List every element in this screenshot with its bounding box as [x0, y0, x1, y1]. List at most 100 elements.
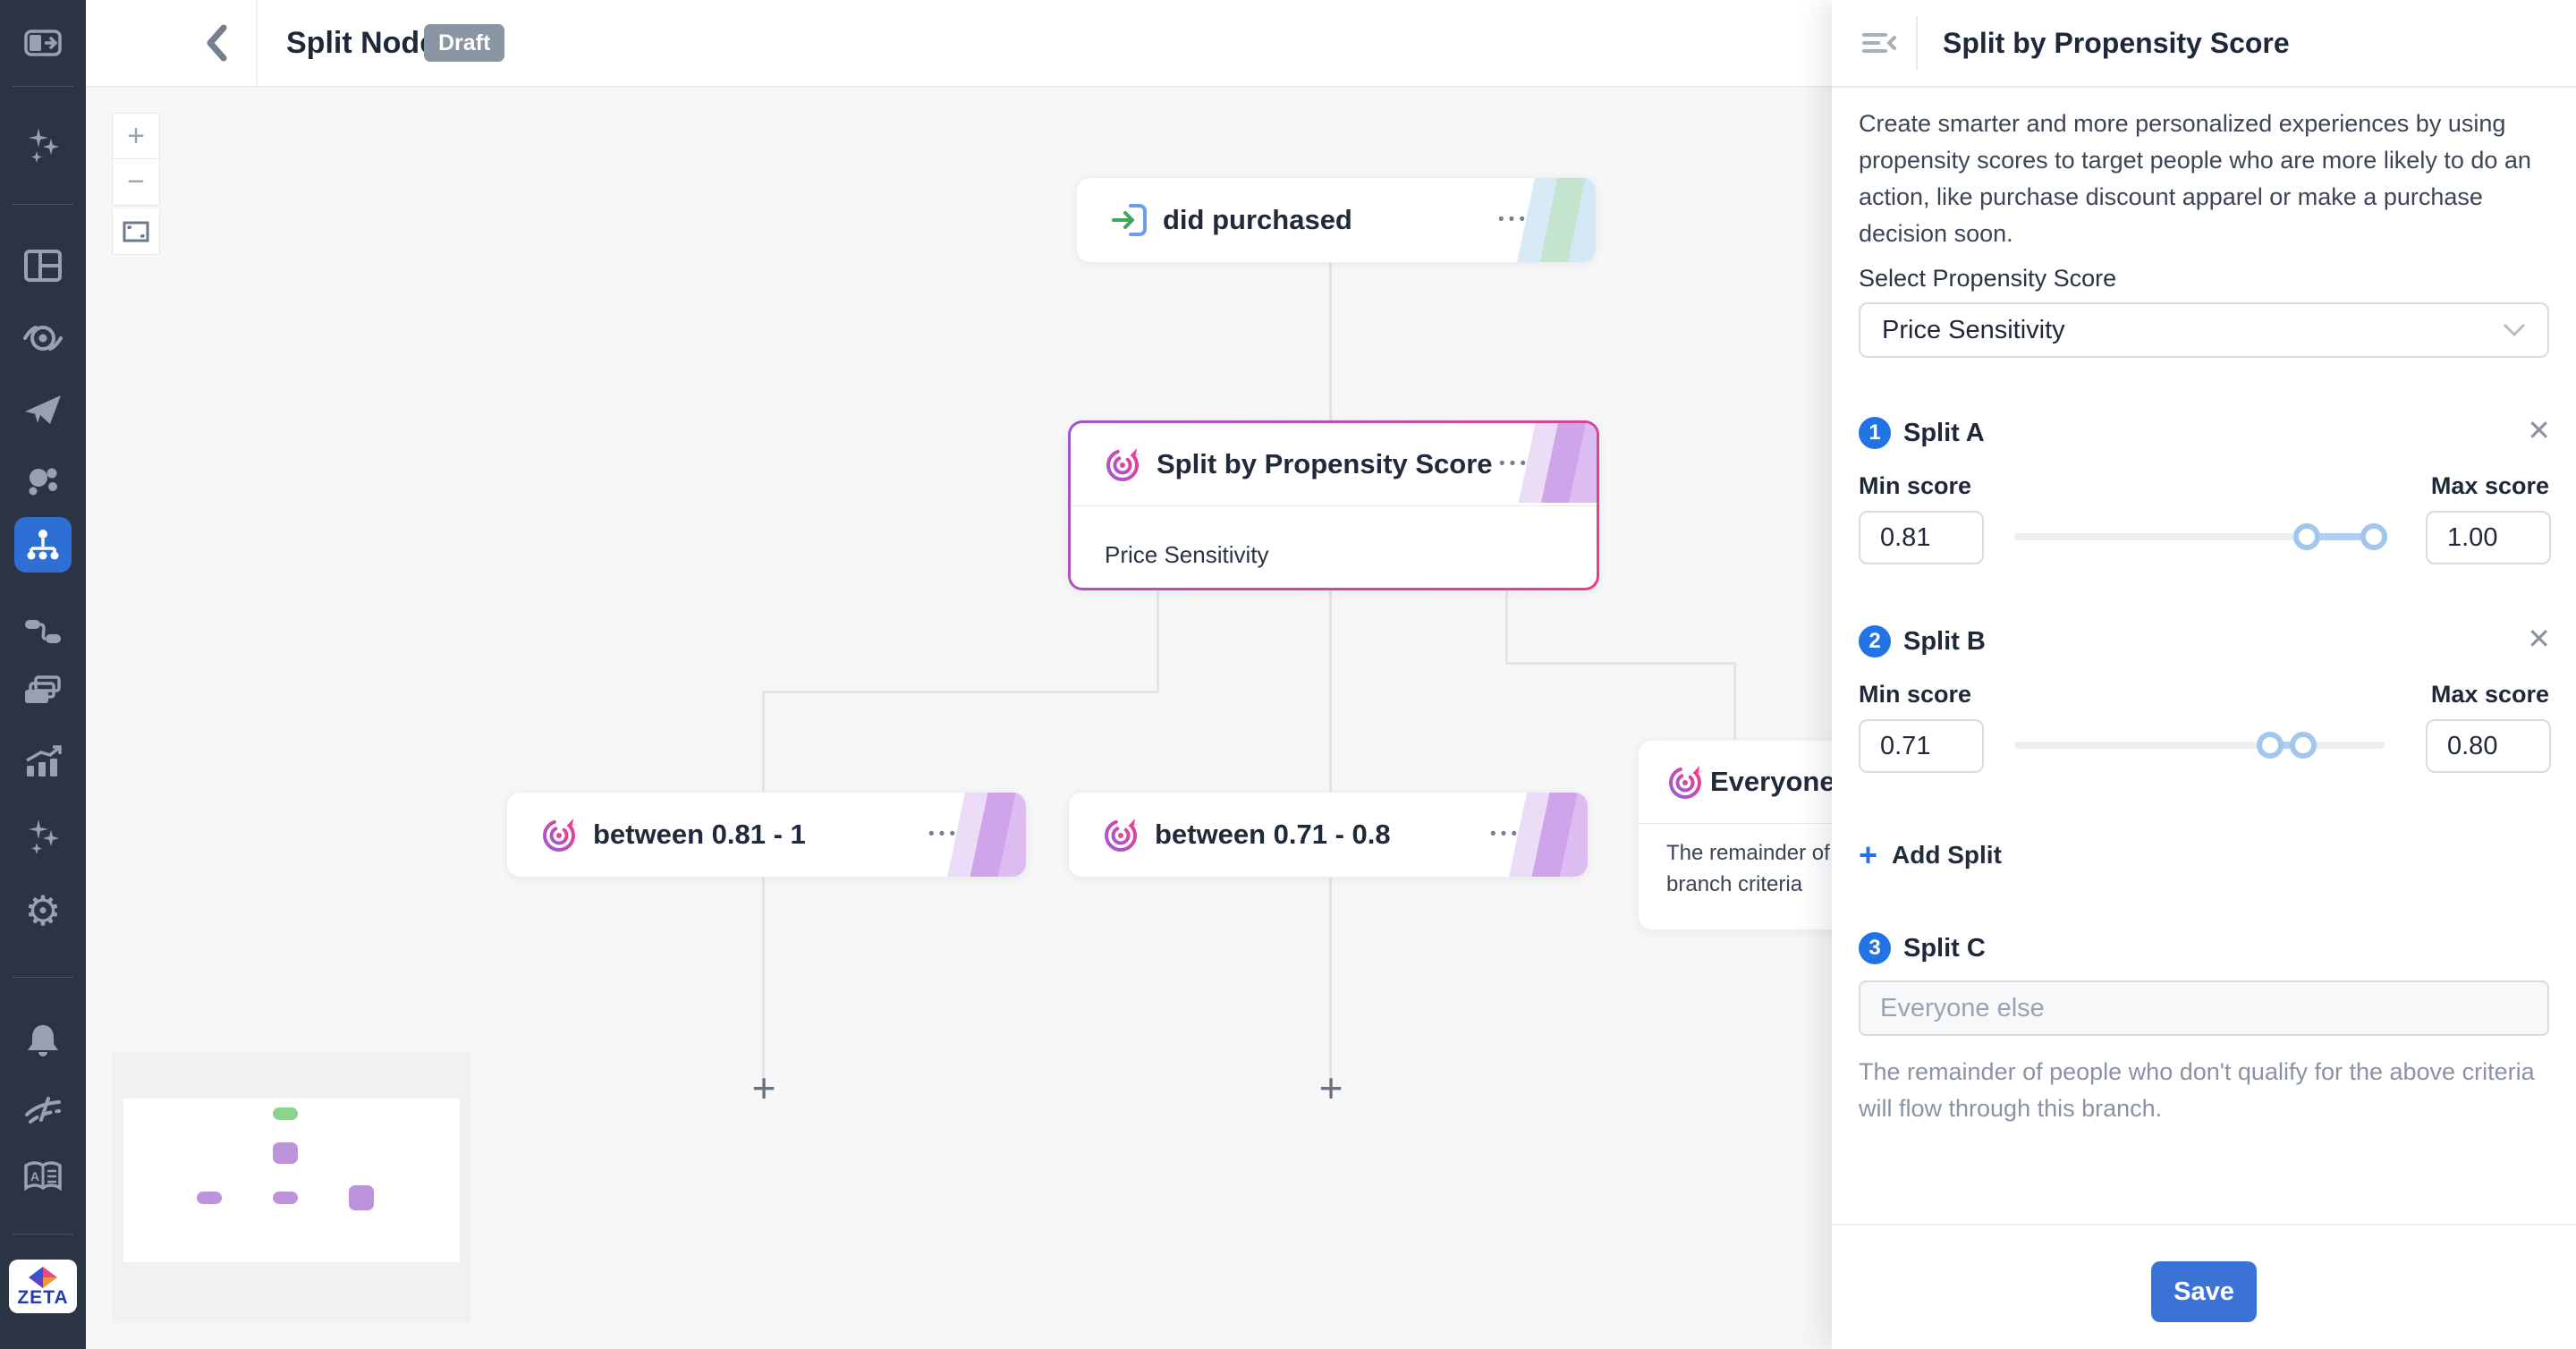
- sidebar-item-audience[interactable]: [14, 456, 72, 506]
- sidebar-item-panel-toggle[interactable]: [14, 18, 72, 68]
- analytics-chart-icon: [26, 745, 62, 776]
- bell-icon: [28, 1025, 58, 1056]
- save-button[interactable]: Save: [2151, 1261, 2257, 1322]
- split-b-section: 2 Split B ✕ Min score Max score: [1832, 611, 2576, 808]
- node-title: between 0.71 - 0.8: [1155, 819, 1391, 850]
- sidebar-item-notifications[interactable]: [14, 1015, 72, 1065]
- sidebar-item-settings[interactable]: ⚙: [14, 886, 72, 936]
- min-score-input[interactable]: [1859, 719, 1984, 773]
- slider-max-handle[interactable]: [2360, 523, 2387, 550]
- zeta-logo[interactable]: ZETA: [9, 1260, 77, 1313]
- minimap-node: [273, 1107, 298, 1120]
- sidebar-item-flows[interactable]: [14, 607, 72, 657]
- slider-max-handle[interactable]: [2289, 732, 2317, 759]
- node-did-purchased[interactable]: did purchased •••: [1076, 177, 1597, 263]
- slider-min-handle[interactable]: [2256, 732, 2284, 759]
- gear-icon: ⚙: [24, 887, 62, 934]
- everyone-else-input[interactable]: [1859, 980, 2549, 1036]
- flow-split-icon: [25, 620, 61, 643]
- node-menu-button[interactable]: •••: [1490, 825, 1521, 844]
- fit-view-button[interactable]: [112, 208, 160, 255]
- propensity-score-select[interactable]: Price Sensitivity: [1859, 302, 2549, 358]
- split-a-section: 1 Split A ✕ Min score Max score: [1832, 403, 2576, 599]
- remove-split-button[interactable]: ✕: [2527, 623, 2551, 655]
- min-score-input[interactable]: [1859, 511, 1984, 564]
- node-menu-button[interactable]: •••: [928, 825, 960, 844]
- add-split-button[interactable]: + Add Split: [1859, 839, 2002, 871]
- sidebar-item-target[interactable]: [14, 313, 72, 363]
- connector-edge: [762, 691, 765, 1084]
- sidebar-item-send[interactable]: [14, 385, 72, 435]
- sidebar-item-analytics[interactable]: [14, 737, 72, 787]
- back-button[interactable]: [191, 16, 242, 70]
- max-score-input[interactable]: [2426, 719, 2551, 773]
- node-title: Split by Propensity Score: [1157, 448, 1493, 479]
- slider-min-handle[interactable]: [2293, 523, 2321, 550]
- sidebar-item-cards[interactable]: [14, 666, 72, 716]
- sparkles-icon: [29, 819, 59, 854]
- score-range-slider[interactable]: [2014, 523, 2387, 550]
- max-score-label: Max score: [2430, 681, 2549, 708]
- minimap-node: [197, 1192, 222, 1204]
- canvas-minimap[interactable]: [112, 1052, 471, 1323]
- dashboard-icon: [24, 250, 62, 282]
- add-split-label: Add Split: [1892, 841, 2002, 869]
- sidebar-item-ai-tools[interactable]: [14, 810, 72, 861]
- sidebar-item-dashboard[interactable]: [14, 241, 72, 291]
- node-header: Split by Propensity Score •••: [1071, 423, 1597, 505]
- node-title: between 0.81 - 1: [593, 819, 806, 850]
- zeta-diamond-icon: [29, 1267, 57, 1288]
- split-number-badge: 2: [1859, 625, 1891, 658]
- svg-text:A: A: [30, 1169, 39, 1184]
- node-corner-decoration: [1487, 423, 1597, 503]
- glossary-book-icon: A: [24, 1161, 62, 1192]
- node-split-by-propensity-score[interactable]: Split by Propensity Score ••• Price Sens…: [1068, 420, 1599, 590]
- sidebar-item-docs[interactable]: A: [14, 1151, 72, 1201]
- slider-active-range: [2307, 533, 2374, 540]
- min-score-label: Min score: [1859, 681, 1972, 708]
- audience-icon: [29, 468, 57, 496]
- propensity-target-icon: [1669, 766, 1705, 799]
- node-between-081-1[interactable]: between 0.81 - 1 •••: [506, 792, 1027, 878]
- back-chevron-icon: [207, 24, 227, 62]
- plus-icon: +: [1859, 836, 1878, 873]
- select-propensity-label: Select Propensity Score: [1859, 265, 2117, 292]
- panel-footer-divider: [1832, 1224, 2576, 1226]
- sidebar-item-ai[interactable]: [14, 119, 72, 169]
- panel-header: Split by Propensity Score: [1832, 0, 2576, 88]
- sidebar-divider: [13, 977, 73, 978]
- split-label: Split A: [1903, 419, 1985, 447]
- minimap-node: [349, 1185, 374, 1210]
- remove-split-button[interactable]: ✕: [2527, 414, 2551, 446]
- target-icon: [23, 326, 63, 351]
- minimap-node: [273, 1192, 298, 1204]
- top-bar-divider: [256, 0, 258, 86]
- max-score-input[interactable]: [2426, 511, 2551, 564]
- sidebar-item-roadmap[interactable]: [14, 1084, 72, 1134]
- sidebar-item-journeys-active[interactable]: [14, 517, 72, 573]
- canvas-zoom-controls: + −: [112, 113, 160, 255]
- min-score-label: Min score: [1859, 472, 1972, 499]
- stacked-cards-icon: [25, 675, 61, 703]
- connector-edge: [1157, 587, 1159, 692]
- node-corner-decoration: [1487, 178, 1596, 262]
- zoom-out-button[interactable]: −: [112, 159, 160, 206]
- propensity-target-icon: [543, 819, 579, 852]
- split-label: Split B: [1903, 627, 1986, 656]
- node-menu-button[interactable]: •••: [1499, 454, 1530, 473]
- entry-event-icon: [1112, 204, 1147, 236]
- panel-collapse-button[interactable]: [1857, 21, 1903, 64]
- node-between-071-08[interactable]: between 0.71 - 0.8 •••: [1068, 792, 1589, 878]
- zoom-in-button[interactable]: +: [112, 113, 160, 159]
- add-node-button[interactable]: +: [1318, 1065, 1343, 1111]
- zeta-logo-text: ZETA: [17, 1287, 69, 1308]
- panel-toggle-icon: [24, 30, 62, 56]
- panel-description: Create smarter and more personalized exp…: [1859, 110, 2531, 247]
- add-node-button[interactable]: +: [751, 1065, 776, 1111]
- slider-active-range: [2269, 742, 2303, 749]
- split-label: Split C: [1903, 934, 1986, 963]
- score-range-slider[interactable]: [2014, 732, 2385, 759]
- node-menu-button[interactable]: •••: [1498, 210, 1530, 229]
- sidebar-divider: [13, 204, 73, 205]
